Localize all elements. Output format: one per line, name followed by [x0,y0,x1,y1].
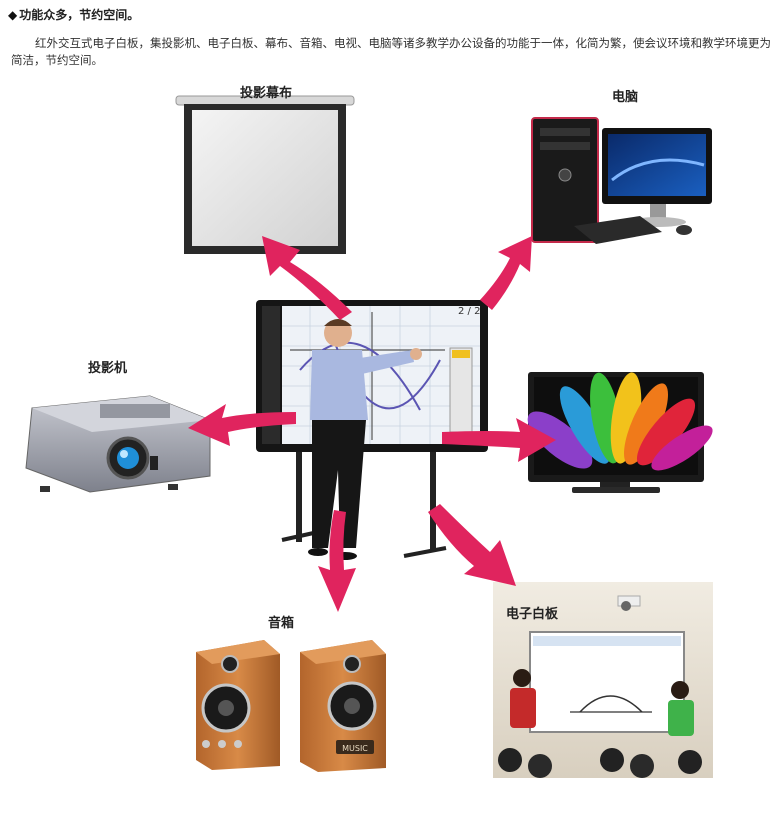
label-computer: 电脑 [612,90,639,105]
diamond-bullet-icon: ◆ [8,8,18,22]
arrow-to-screen [262,236,352,320]
television [527,372,713,493]
classroom-whiteboard-photo [493,582,713,778]
arrow-to-projector [188,404,296,446]
tv-colorful-leaves [527,372,713,471]
label-projector: 投影机 [88,361,128,376]
section-heading: ◆功能众多，节约空间。 [8,6,139,23]
presenter [308,319,422,560]
speaker-right: MUSIC [300,640,386,772]
section-heading-text: 功能众多，节约空间。 [19,8,140,22]
label-whiteboard: 电子白板 [506,607,559,622]
label-speaker: 音箱 [268,616,295,631]
projector [25,395,211,493]
computer [531,117,712,244]
intro-paragraph: 红外交互式电子白板，集投影机、电子白板、幕布、音箱、电视、电脑等诸多教学办公设备… [11,36,771,67]
projection-screen [175,95,355,254]
speaker-music-badge: MUSIC [342,744,368,753]
central-whiteboard: 2 / 2 [256,300,488,560]
arrow-to-speaker [318,510,356,612]
arrow-to-whiteboard-photo [428,504,516,586]
arrow-to-computer [480,236,532,310]
speakers: MUSIC [196,640,386,772]
label-projection-screen: 投影幕布 [240,86,293,101]
arrows [188,236,556,612]
speaker-left [196,640,280,770]
arrow-to-tv [442,418,556,462]
whiteboard-page-number: 2 / 2 [458,306,480,317]
